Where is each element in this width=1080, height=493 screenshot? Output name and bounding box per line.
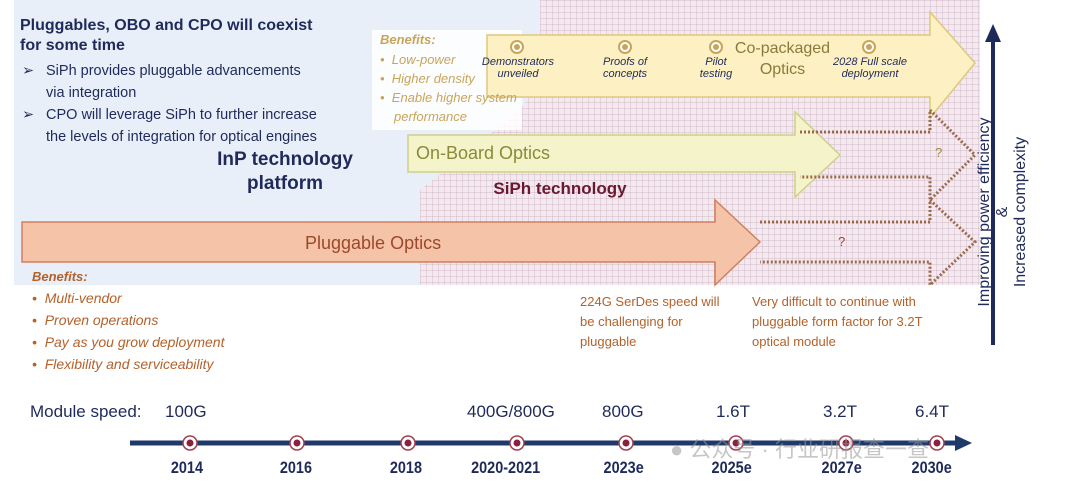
cpo-arrow — [486, 10, 976, 121]
pluggable-question: ? — [838, 234, 846, 249]
speed-3-2t: 3.2T — [823, 402, 858, 421]
obo-label: On-Board Optics — [416, 143, 551, 163]
year-2027e: 2027e — [821, 458, 862, 477]
milestone-proofs: Proofs of concepts — [602, 56, 648, 80]
milestone-deployment: 2028 Full scale deployment — [833, 56, 907, 80]
cpo-benefits-title: Benefits: — [380, 32, 436, 47]
year-2030e: 2030e — [911, 458, 952, 477]
siph-label: SiPh technology — [493, 179, 627, 198]
wechat-icon: ● — [670, 437, 684, 462]
note-serdes: 224G SerDes speed will be challenging fo… — [580, 294, 720, 349]
year-2023e: 2023e — [603, 458, 644, 477]
year-2020-2021: 2020-2021 — [471, 458, 541, 477]
pluggable-benefits-list: • Multi-vendor • Proven operations • Pay… — [32, 290, 225, 372]
speed-800g: 800G — [602, 402, 644, 421]
cpo-label: Co-packaged Optics — [734, 40, 831, 78]
cpo-benefits-list: • Low-power • Higher density • Enable hi… — [380, 52, 517, 124]
speed-400g-800g: 400G/800G — [467, 402, 555, 421]
milestone-pilot: Pilot testing — [699, 56, 733, 80]
speed-6-4t: 6.4T — [915, 402, 950, 421]
pluggable-benefits-title: Benefits: — [32, 269, 88, 284]
pluggable-arrow — [21, 198, 762, 287]
year-2016: 2016 — [279, 458, 312, 477]
watermark: ● 公众号 · 行业研报查一查 — [670, 437, 929, 462]
obo-arrow — [407, 110, 842, 199]
bullet-2: ➢CPO will leverage SiPh to further incre… — [22, 107, 317, 145]
speed-1-6t: 1.6T — [716, 402, 751, 421]
axis-label: Improving power efficiency&Increased com… — [976, 117, 1029, 307]
year-2025e: 2025e — [711, 458, 752, 477]
pluggable-label: Pluggable Optics — [305, 233, 442, 253]
speed-100g: 100G — [165, 402, 207, 421]
note-3-2t: Very difficult to continue with pluggabl… — [752, 294, 923, 349]
year-2018: 2018 — [389, 458, 422, 477]
page-title: Pluggables, OBO and CPO will coexist for… — [20, 17, 313, 54]
year-2014: 2014 — [170, 458, 203, 477]
milestone-demonstrators: Demonstrators unveiled — [481, 56, 555, 80]
obo-question: ? — [935, 145, 943, 160]
inp-label: InP technology platform — [217, 149, 353, 194]
bullet-1: ➢SiPh provides pluggable advancements vi… — [22, 63, 301, 101]
module-speed-label: Module speed: — [30, 402, 142, 421]
